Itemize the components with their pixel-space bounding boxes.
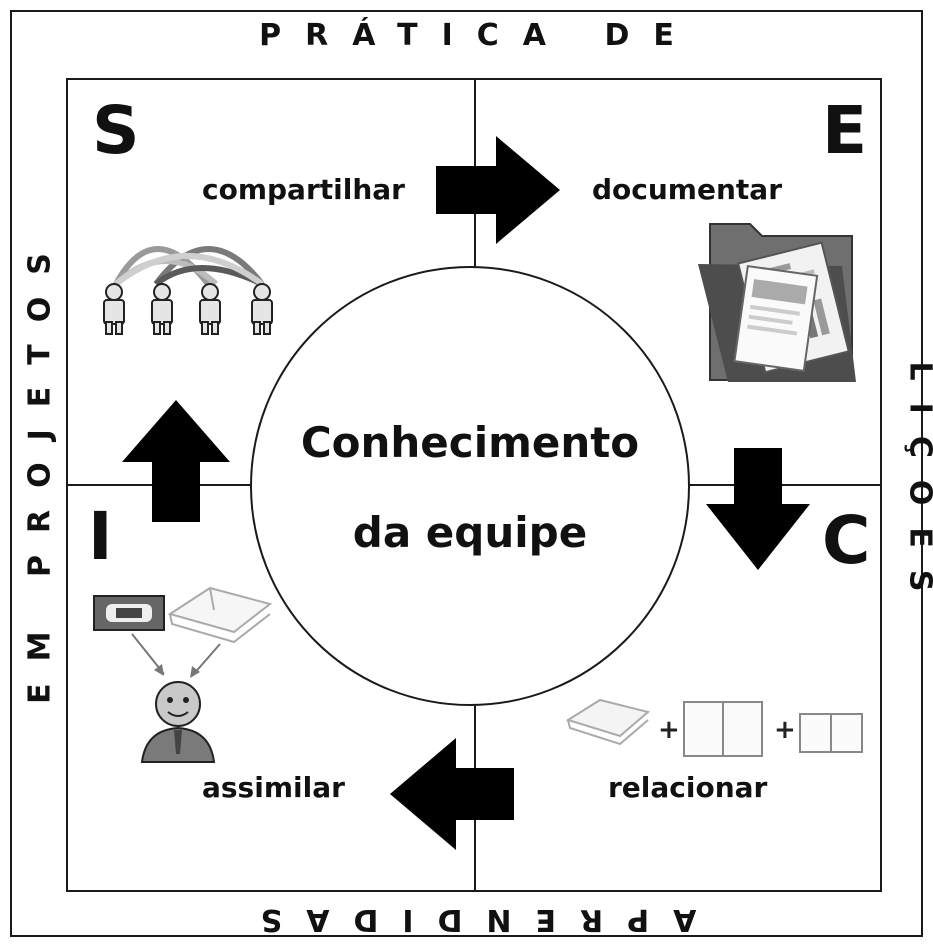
label-documentar: documentar xyxy=(592,173,782,206)
learning-person-icon xyxy=(93,586,272,763)
label-compartilhar: compartilhar xyxy=(202,173,405,206)
quadrant-letter-s: S xyxy=(92,92,140,169)
arrow-right xyxy=(436,136,560,244)
quadrant-letter-e: E xyxy=(822,92,868,169)
label-relacionar: relacionar xyxy=(608,771,768,804)
arrow-left xyxy=(390,738,514,850)
arrow-up xyxy=(122,400,230,522)
center-circle xyxy=(250,266,690,706)
label-assimilar: assimilar xyxy=(202,771,345,804)
quadrant-letter-i: I xyxy=(88,498,113,575)
folder-documents-icon xyxy=(698,223,856,382)
center-title-line1: Conhecimento xyxy=(300,418,640,467)
arrow-down xyxy=(706,448,810,570)
plus-sign-2: + xyxy=(774,715,796,745)
books-relation-icon: + + xyxy=(566,698,863,757)
border-text-bottom: APRENDIDAS xyxy=(236,902,697,937)
quadrant-letter-c: C xyxy=(822,502,871,579)
center-title-line2: da equipe xyxy=(352,508,588,557)
plus-sign-1: + xyxy=(658,715,680,745)
outer-frame xyxy=(10,10,923,937)
border-text-right: LIÇÕES xyxy=(902,361,933,614)
people-sharing-icon xyxy=(103,246,273,335)
border-text-left: EM PROJETOS xyxy=(22,231,58,704)
border-text-top: PRÁTICA DE xyxy=(259,18,698,53)
